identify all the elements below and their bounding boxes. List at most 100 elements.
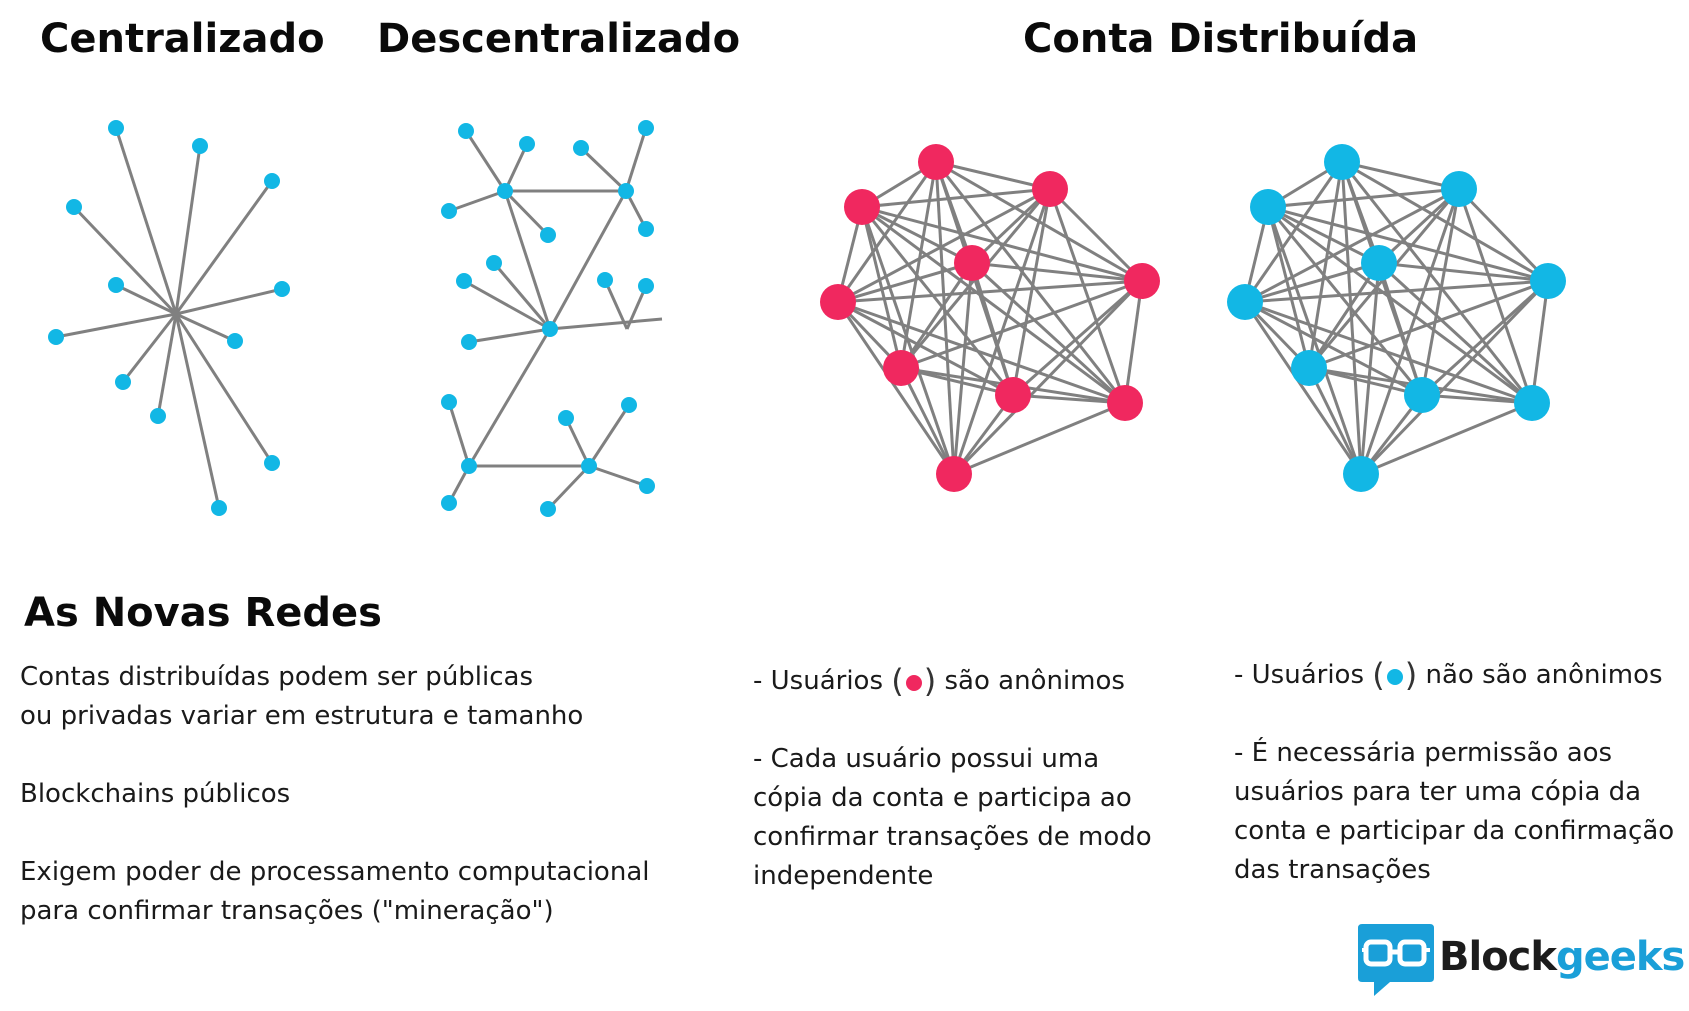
network-node [573,140,589,156]
mesh-node [1441,171,1477,207]
mesh-edge [860,206,1015,396]
network-edge [503,190,552,330]
network-node [486,255,502,271]
mesh-node [1361,245,1397,281]
mesh-edge [934,161,956,475]
mesh-edge [860,206,903,369]
mesh-edge [1266,206,1311,369]
mesh-edge [1307,262,1381,369]
network-node [540,501,556,517]
network-edge [175,287,283,316]
network-node [638,278,654,294]
mesh-edge [1244,300,1423,397]
network-node [274,281,290,297]
network-node [621,397,637,413]
mesh-edge [837,261,973,304]
mesh-edge [1048,187,1144,283]
network-edge [464,130,507,192]
left-line-3: Blockchains públicos [20,779,291,809]
logo-word-block: Block [1439,934,1557,980]
blue-dot-legend: () [1372,656,1418,694]
left-description: Contas distribuídas podem ser públicas o… [20,658,649,931]
private-bullet-1-post: não são anônimos [1425,660,1663,690]
network-edge [579,146,628,193]
mesh-edge [1307,367,1363,475]
mesh-edge [1267,205,1549,283]
private-line-4: conta e participar da confirmação [1234,816,1675,846]
network-node [441,203,457,219]
mesh-edge [1378,261,1549,283]
network-edge [448,189,506,213]
network-node [441,394,457,410]
network-edge [115,283,177,316]
mesh-edge [1012,279,1143,397]
network-edge [55,312,177,339]
mesh-node [954,245,990,281]
mesh-edge [837,279,1143,304]
mesh-edge [861,205,973,265]
mesh-edge [1360,401,1533,476]
left-line-5: para confirmar transações ("mineração") [20,896,554,926]
mesh-edge [1377,187,1461,265]
mesh-edge [900,279,1143,370]
network-edge [549,317,663,331]
mesh-edge [1048,188,1127,404]
network-edge [72,205,178,316]
mesh-edge [1420,279,1550,397]
hub-node [618,183,634,199]
hub-node [497,183,513,199]
hub-node [461,458,477,474]
mesh-edge [934,161,1127,404]
mesh-edge [1377,261,1534,405]
mesh-edge [1244,300,1533,405]
network-node [441,495,457,511]
mesh-edge [1308,279,1549,370]
network-node [558,410,574,426]
public-line-3: cópia da conta e participa ao [753,783,1132,813]
private-bullet-1-pre: - Usuários [1234,660,1364,690]
mesh-node [1404,377,1440,413]
network-edge [175,312,236,343]
network-edge [467,328,552,467]
network-node [211,500,227,516]
title-distributed: Conta Distribuída [1023,16,1419,62]
mesh-edge [836,161,938,303]
mesh-edge [1340,161,1534,404]
mesh-edge [899,262,974,369]
network-node [264,173,280,189]
title-new-networks: As Novas Redes [24,590,382,636]
mesh-node [1291,350,1327,386]
left-line-2: ou privadas variar em estrutura e tamanh… [20,701,584,731]
private-description: - Usuários () não são anônimos - É neces… [1234,656,1674,890]
mesh-edge [1267,205,1380,265]
mesh-edge [1421,393,1533,405]
mesh-edge [970,261,1127,405]
mesh-edge [837,187,1051,304]
network-node [150,408,166,424]
network-node [540,227,556,243]
mesh-edge [1011,188,1052,396]
mesh-node [995,377,1031,413]
mesh-edge [1244,187,1460,304]
mesh-node [1530,263,1566,299]
private-distributed-network [1227,144,1566,492]
network-edge [548,190,628,330]
mesh-edge [837,300,1126,405]
network-node [461,334,477,350]
mesh-node [1032,171,1068,207]
title-decentralized: Descentralizado [377,16,741,62]
mesh-edge [899,367,956,475]
network-node [597,272,613,288]
mesh-edge [1243,161,1344,303]
network-node [227,333,243,349]
private-bullet-1: - Usuários () não são anônimos [1234,656,1674,695]
network-edge [588,464,648,488]
mesh-edge [1307,161,1344,369]
network-node [638,120,654,136]
public-line-4: confirmar transações de modo [753,822,1152,852]
public-line-5: independente [753,861,934,891]
mesh-edge [1341,160,1549,283]
mesh-edge [1267,187,1460,209]
mesh-node [1514,385,1550,421]
network-node [66,199,82,215]
